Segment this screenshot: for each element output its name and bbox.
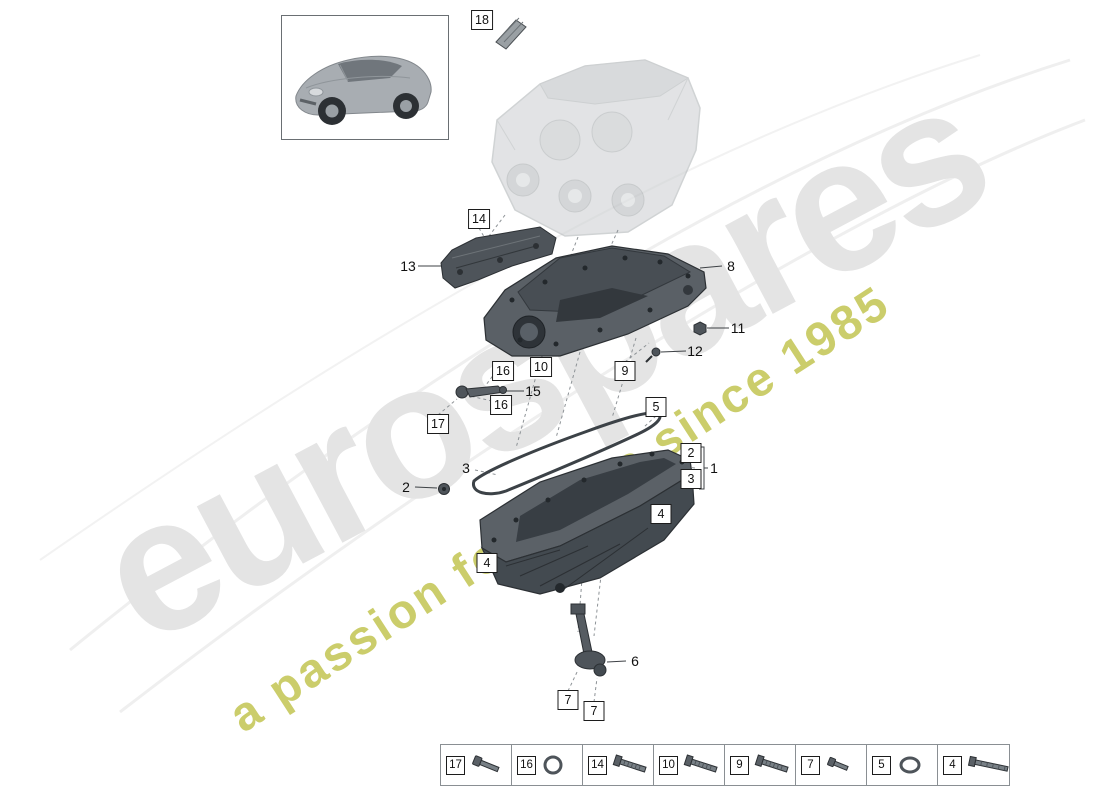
callout-6[interactable]: 6 (631, 653, 639, 669)
legend-number: 14 (588, 755, 607, 775)
screw-small-icon (825, 752, 853, 778)
callout-2a[interactable]: 2 (680, 443, 702, 463)
callout-9[interactable]: 9 (614, 361, 636, 381)
legend-number: 5 (872, 755, 891, 775)
callout-3a[interactable]: 3 (680, 469, 702, 489)
oil-baffle-part (440, 226, 557, 289)
legend-item-4[interactable]: 4 (938, 745, 1009, 785)
nut-part-11 (693, 321, 707, 336)
oil-level-sensor-part (570, 603, 607, 677)
o-ring-icon (541, 752, 565, 778)
engine-block-ghost (491, 59, 701, 237)
legend-number: 16 (517, 755, 536, 775)
legend-item-7[interactable]: 7 (796, 745, 867, 785)
bolt-icon (754, 752, 792, 778)
callout-16a[interactable]: 16 (492, 361, 514, 381)
legend-item-16[interactable]: 16 (512, 745, 583, 785)
legend-item-17[interactable]: 17 (441, 745, 512, 785)
fastener-legend: 17 16 14 10 9 7 5 4 (440, 744, 1010, 786)
callout-12[interactable]: 12 (687, 343, 703, 359)
legend-number: 7 (801, 755, 820, 775)
callout-10[interactable]: 10 (530, 357, 552, 377)
callout-11[interactable]: 11 (730, 320, 746, 336)
callout-16b[interactable]: 16 (490, 395, 512, 415)
legend-item-14[interactable]: 14 (583, 745, 654, 785)
upper-oil-pan-part (483, 245, 707, 357)
callout-17[interactable]: 17 (427, 414, 449, 434)
callout-5[interactable]: 5 (645, 397, 667, 417)
callout-leader-lines (414, 265, 729, 663)
oil-spray-nozzle-part (455, 385, 507, 399)
callout-8[interactable]: 8 (727, 258, 735, 274)
legend-item-9[interactable]: 9 (725, 745, 796, 785)
legend-number: 4 (943, 755, 962, 775)
callout-2b[interactable]: 2 (402, 479, 410, 495)
callout-3b[interactable]: 3 (462, 460, 470, 476)
vehicle-illustration (295, 55, 432, 125)
oil-pan-gasket-part (472, 411, 662, 496)
callout-13[interactable]: 13 (400, 258, 416, 274)
legend-item-10[interactable]: 10 (654, 745, 725, 785)
callout-4b[interactable]: 4 (476, 553, 498, 573)
bolt-icon (612, 752, 650, 778)
seal-ring-icon (896, 752, 924, 778)
legend-number: 17 (446, 755, 465, 775)
bolt-icon (683, 752, 721, 778)
lower-oil-pan-part (479, 449, 695, 595)
callout-14[interactable]: 14 (468, 209, 490, 229)
screw-part-12 (645, 347, 661, 363)
callout-15[interactable]: 15 (525, 383, 541, 399)
legend-number: 10 (659, 755, 678, 775)
callout-1[interactable]: 1 (710, 460, 718, 476)
part-18-sleeve (495, 17, 527, 50)
callout-7a[interactable]: 7 (557, 690, 579, 710)
callout-18[interactable]: 18 (471, 10, 493, 30)
bolt-long-icon (967, 752, 1011, 778)
callout-7b[interactable]: 7 (583, 701, 605, 721)
legend-number: 9 (730, 755, 749, 775)
legend-item-5[interactable]: 5 (867, 745, 938, 785)
plug-part-2 (438, 483, 450, 495)
callout-4a[interactable]: 4 (650, 504, 672, 524)
vehicle-thumbnail (281, 15, 449, 140)
screw-icon (470, 752, 504, 778)
